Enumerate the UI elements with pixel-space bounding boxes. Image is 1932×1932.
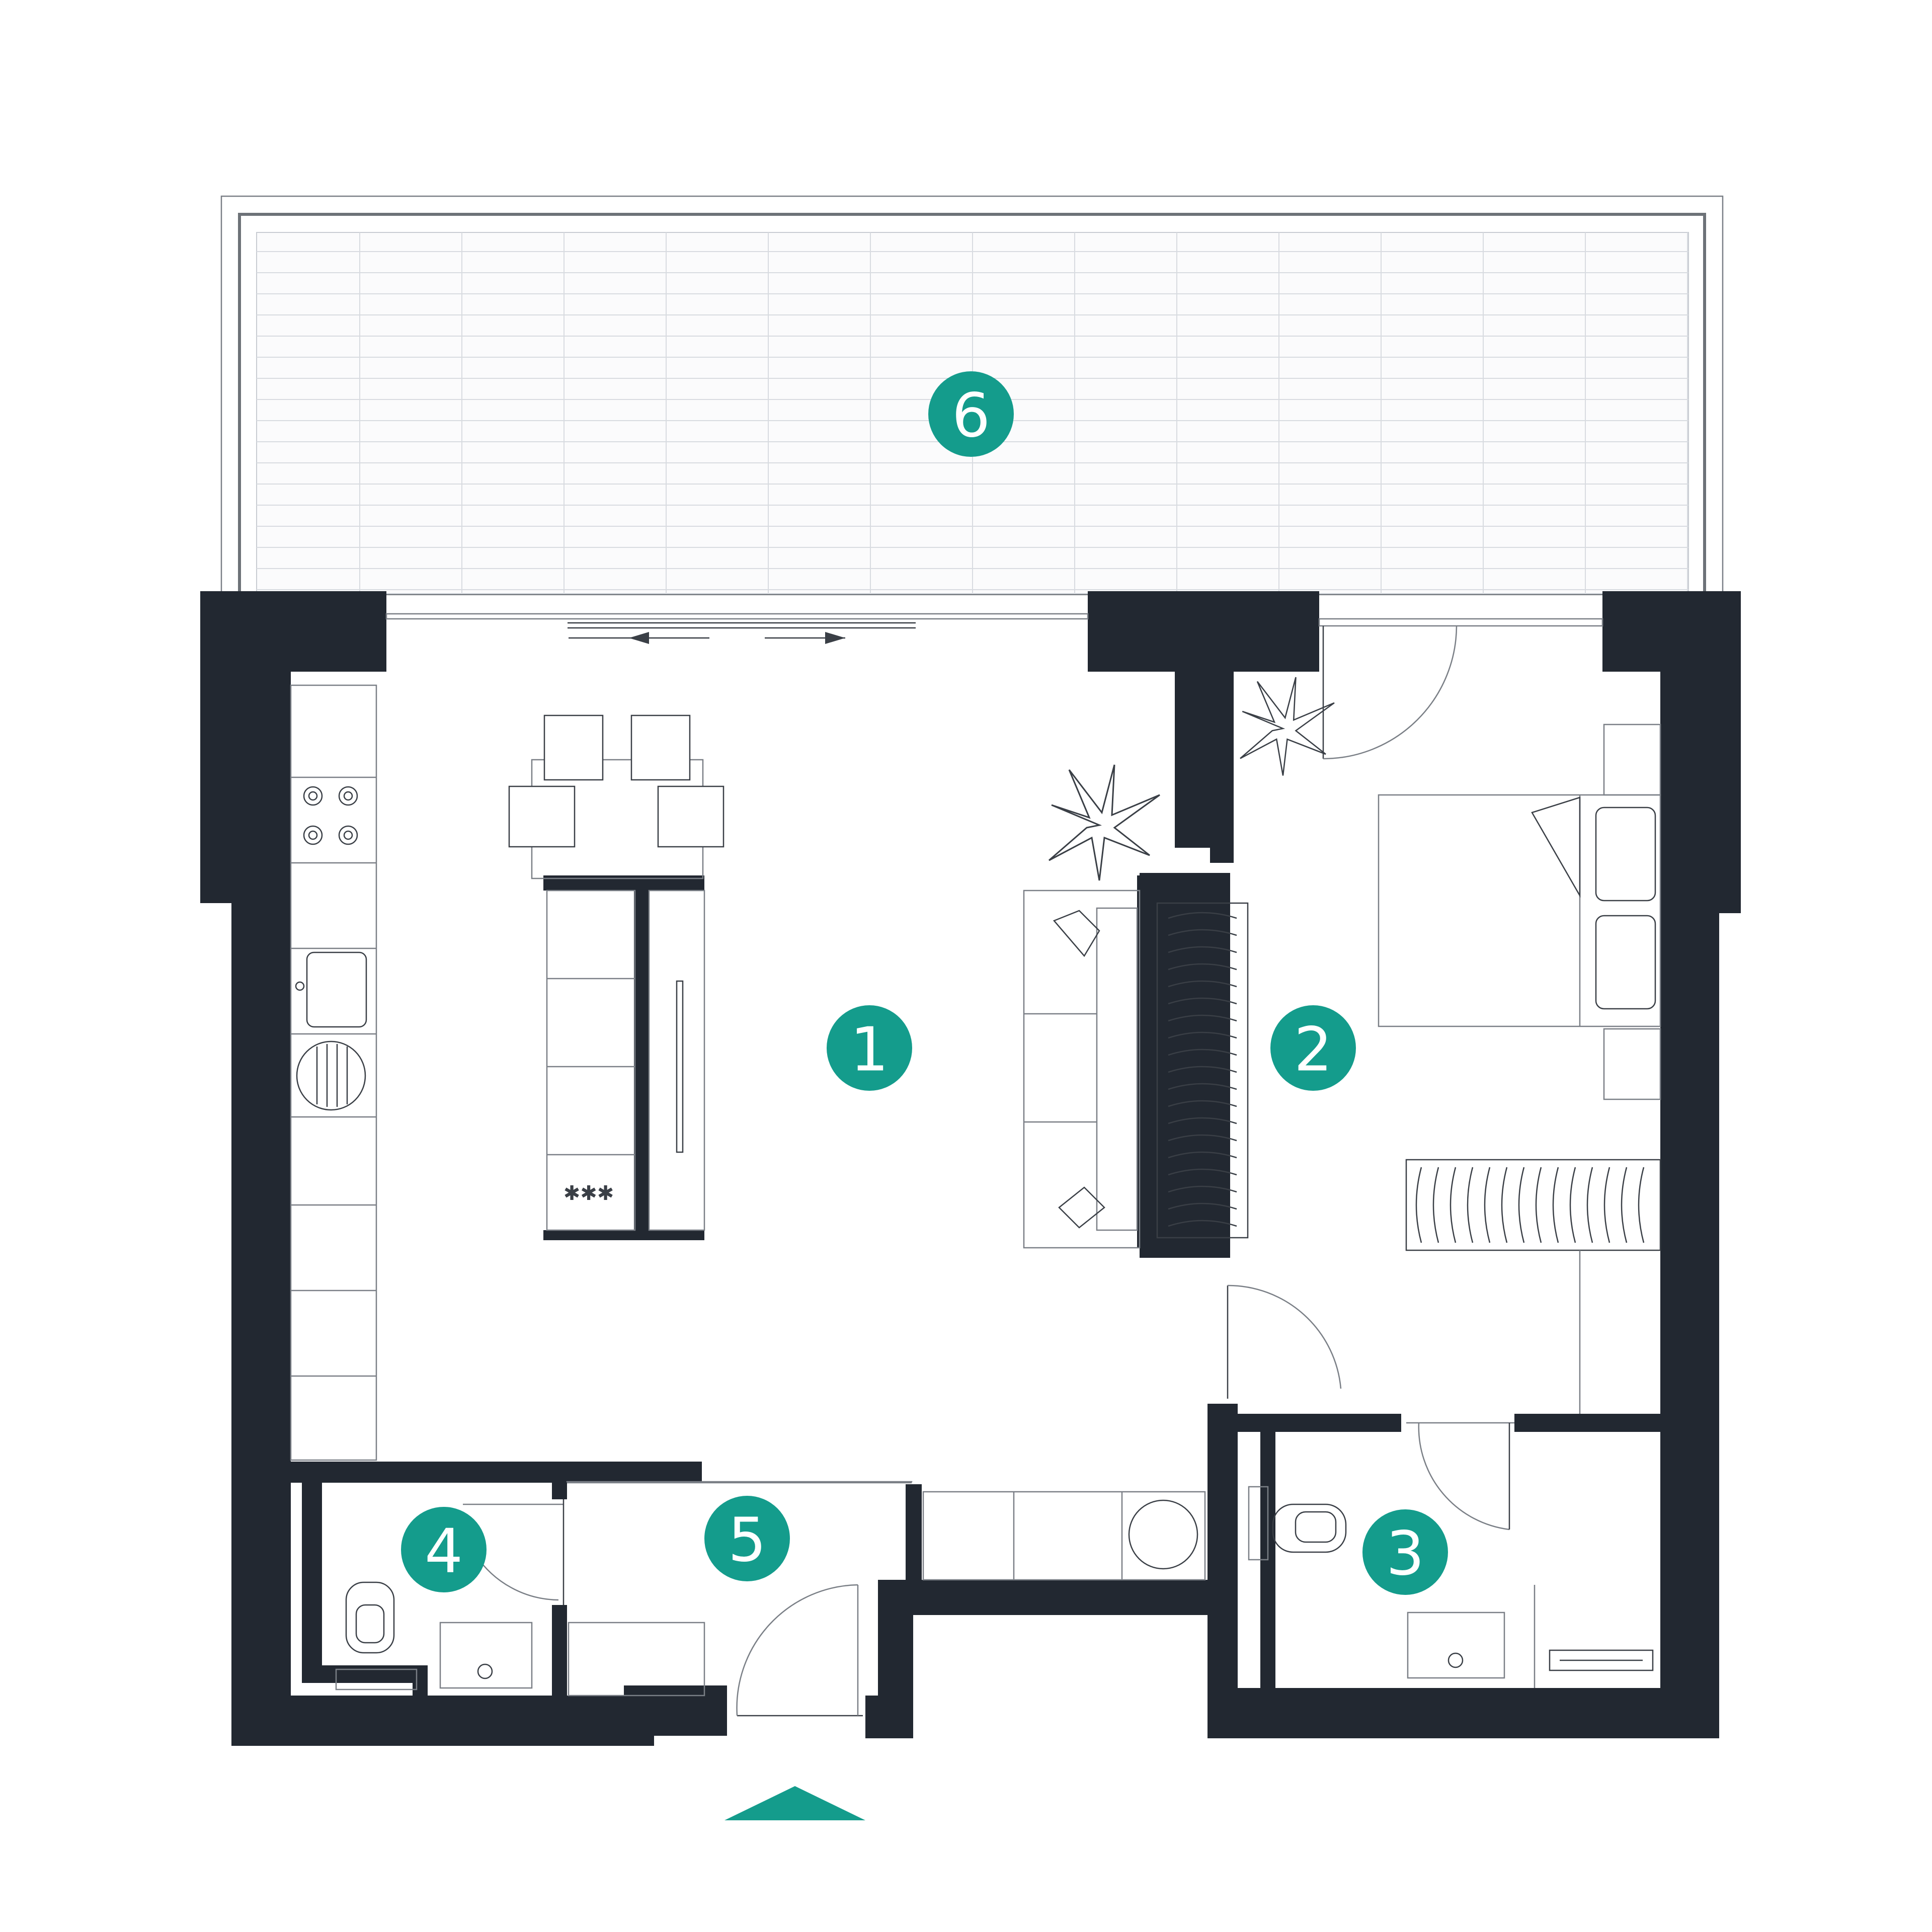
hallway-fixtures bbox=[566, 1481, 1206, 1717]
room-marker-4: 4 bbox=[401, 1507, 487, 1592]
room-marker-label: 1 bbox=[850, 1015, 889, 1085]
hanger-icon bbox=[1432, 1167, 1439, 1243]
hanger-icon bbox=[1168, 1014, 1237, 1022]
hanger-icon bbox=[1586, 1167, 1593, 1243]
hanger-icon bbox=[1168, 1202, 1237, 1210]
room-marker-6: 6 bbox=[928, 371, 1014, 457]
bedroom-balcony-door bbox=[1322, 625, 1458, 760]
room-marker-2: 2 bbox=[1270, 1005, 1356, 1091]
hanger-icon bbox=[1168, 1031, 1237, 1039]
hanger-icon bbox=[1168, 1117, 1237, 1124]
hanger-icon bbox=[1168, 1066, 1237, 1073]
hanger-icon bbox=[1569, 1167, 1576, 1243]
hanger-icon bbox=[1168, 1100, 1237, 1107]
bathroom-fixtures bbox=[1248, 1422, 1654, 1688]
kitchen-island: ✱✱✱ bbox=[546, 890, 705, 1231]
hanger-icon bbox=[1168, 929, 1237, 936]
hanger-icon bbox=[1168, 1134, 1237, 1142]
hanger-icon bbox=[1603, 1167, 1611, 1243]
hanger-icon bbox=[1415, 1167, 1422, 1243]
round-table-icon bbox=[296, 1040, 366, 1111]
room-marker-3: 3 bbox=[1362, 1509, 1448, 1595]
hanger-icon bbox=[1168, 1220, 1237, 1227]
room-marker-label: 2 bbox=[1294, 1015, 1332, 1085]
toilet-icon bbox=[1272, 1503, 1347, 1553]
hanger-icon bbox=[1450, 1167, 1457, 1243]
hanger-icon bbox=[1168, 946, 1237, 953]
bedroom-wardrobe bbox=[1405, 1159, 1661, 1414]
hanger-icon bbox=[1484, 1167, 1491, 1243]
hanger-icon bbox=[1638, 1167, 1645, 1243]
entrance-door bbox=[736, 1584, 863, 1717]
wc-fixtures bbox=[335, 1499, 565, 1691]
hanger-icon bbox=[1168, 963, 1237, 971]
hanger-icon bbox=[1168, 1151, 1237, 1159]
hanger-icon bbox=[1552, 1167, 1559, 1243]
room-marker-5: 5 bbox=[704, 1496, 790, 1581]
sliding-arrow-icon bbox=[825, 632, 845, 644]
bed bbox=[1378, 723, 1661, 1100]
room-marker-label: 5 bbox=[728, 1506, 766, 1576]
hanger-icon bbox=[1518, 1167, 1525, 1243]
room-marker-label: 3 bbox=[1386, 1519, 1424, 1589]
svg-text:✱✱✱: ✱✱✱ bbox=[564, 1182, 614, 1205]
hanger-icon bbox=[1467, 1167, 1474, 1243]
bedroom-door bbox=[1227, 1284, 1342, 1399]
hanger-icon bbox=[1168, 1185, 1237, 1193]
wardrobe-partition bbox=[1156, 902, 1249, 1239]
hanger-icon bbox=[1621, 1167, 1628, 1243]
hanger-icon bbox=[1168, 912, 1237, 919]
sliding-arrow-icon bbox=[629, 632, 649, 644]
plant-icon bbox=[1240, 677, 1335, 776]
hanger-icon bbox=[1168, 980, 1237, 988]
room-marker-label: 4 bbox=[425, 1517, 463, 1587]
sink-icon bbox=[295, 951, 367, 1028]
stove-icon bbox=[303, 786, 358, 845]
hanger-icon bbox=[1168, 997, 1237, 1005]
dining-table bbox=[508, 714, 725, 879]
hanger-icon bbox=[1168, 1168, 1237, 1176]
toilet-icon bbox=[345, 1581, 395, 1654]
room-marker-label: 6 bbox=[952, 381, 990, 451]
shower-drain-icon bbox=[1549, 1649, 1654, 1671]
hanger-icon bbox=[1535, 1167, 1542, 1243]
sofa bbox=[1023, 890, 1141, 1249]
room-marker-1: 1 bbox=[827, 1005, 912, 1091]
sliding-door bbox=[385, 613, 1603, 644]
kitchen-counter bbox=[290, 684, 377, 1461]
hanger-icon bbox=[1168, 1049, 1237, 1056]
hanger-icon bbox=[1168, 1083, 1237, 1090]
entrance-arrow-icon bbox=[725, 1786, 865, 1820]
plant-icon bbox=[1049, 764, 1160, 881]
hanger-icon bbox=[1501, 1167, 1508, 1243]
